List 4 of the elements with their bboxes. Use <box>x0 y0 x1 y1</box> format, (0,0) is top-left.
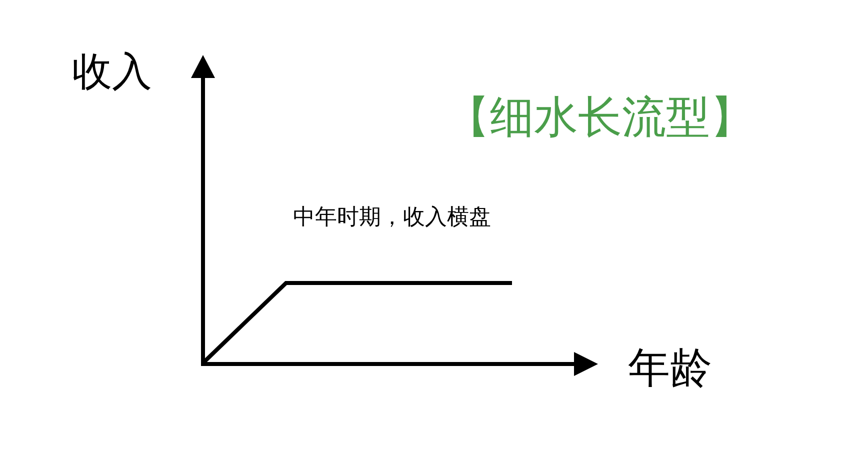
chart-title: 【细水长流型】 <box>446 96 754 140</box>
axis-title: 年龄 <box>628 347 712 389</box>
annotation-text: 中年时期，收入横盘 <box>293 207 491 229</box>
axis-title: 收入 <box>72 52 152 92</box>
